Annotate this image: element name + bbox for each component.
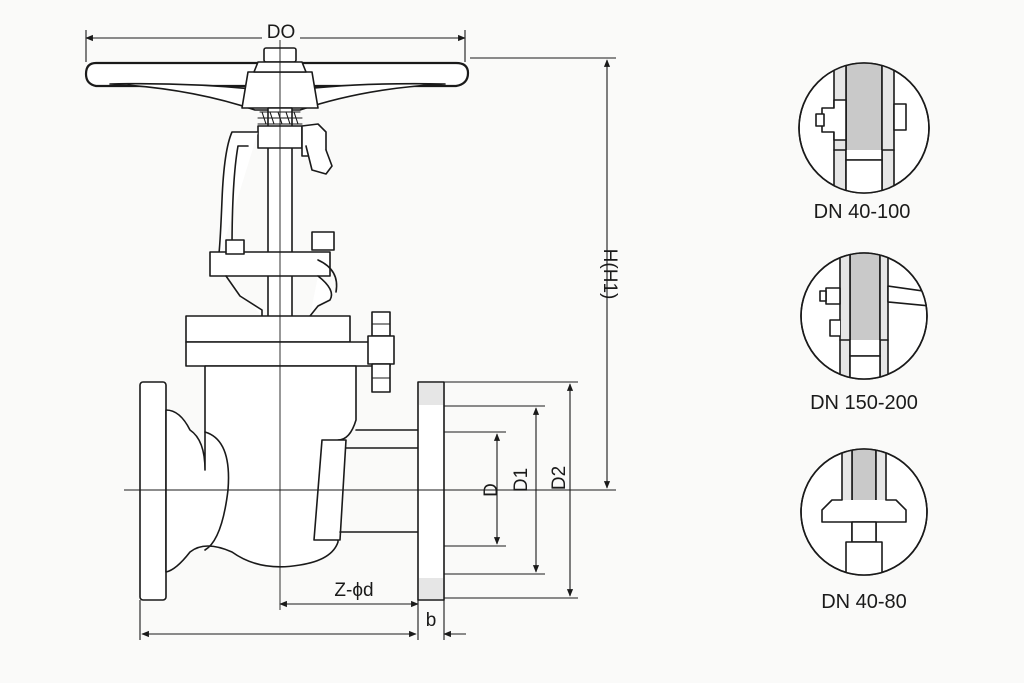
detail-caption-1: DN 40-100 [814,201,911,223]
bonnet-bolt [367,311,395,393]
detail-caption-3: DN 40-80 [821,591,907,613]
handwheel [84,47,470,111]
detail-caption-2: DN 150-200 [810,392,918,414]
dim-raised-face-label: D1 [511,468,532,492]
dim-bore-label: D [481,483,502,497]
dim-bolt-holes-label: Z-ϕd [334,580,373,601]
outlet-flange [417,381,445,601]
dim-height-label: H(H1) [599,249,620,300]
dim-handwheel-label: DO [267,22,296,43]
detail-dn150-200: DN 150-200 [800,252,928,414]
detail-dn40-80: DN 40-80 [800,448,928,613]
dim-bolt-circle-label: D2 [549,466,570,490]
detail-dn40-100: DN 40-100 [798,62,930,223]
dim-flange-thickness-label: b [426,610,437,631]
yoke [185,123,391,367]
